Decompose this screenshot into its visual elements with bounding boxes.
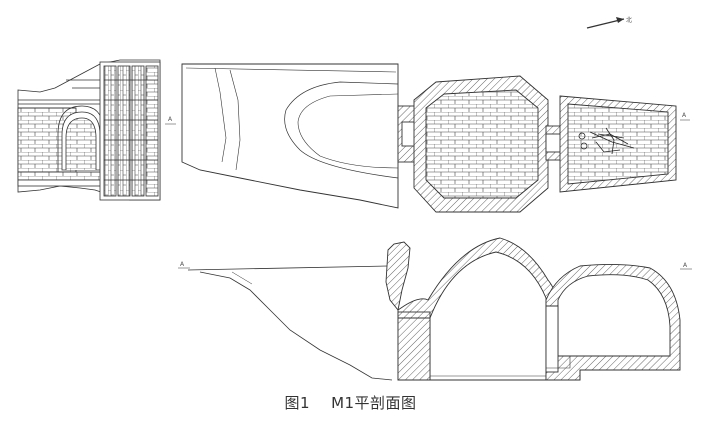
- section-mark-plan-left: A: [165, 116, 176, 125]
- tomb-plan-dromos: [181, 63, 399, 209]
- svg-text:A: A: [168, 116, 173, 123]
- figure-caption-number: 图1: [284, 394, 310, 412]
- svg-text:A: A: [180, 261, 185, 268]
- tomb-section-view: [187, 237, 681, 381]
- svg-text:A: A: [682, 112, 687, 119]
- section-mark-section-left: A: [178, 261, 190, 269]
- section-mark-section-right: A: [680, 262, 692, 270]
- figure-caption: 图1 M1平剖面图: [0, 392, 701, 413]
- figure-caption-title: M1平剖面图: [331, 394, 417, 412]
- section-mark-plan-right: A: [680, 112, 690, 121]
- gate-elevation-view: [17, 59, 161, 201]
- svg-text:A: A: [683, 262, 688, 269]
- tomb-plan-chambers: [397, 75, 677, 213]
- north-arrow: 北: [586, 16, 632, 29]
- skeleton-remains: [578, 127, 635, 155]
- north-label: 北: [626, 16, 632, 24]
